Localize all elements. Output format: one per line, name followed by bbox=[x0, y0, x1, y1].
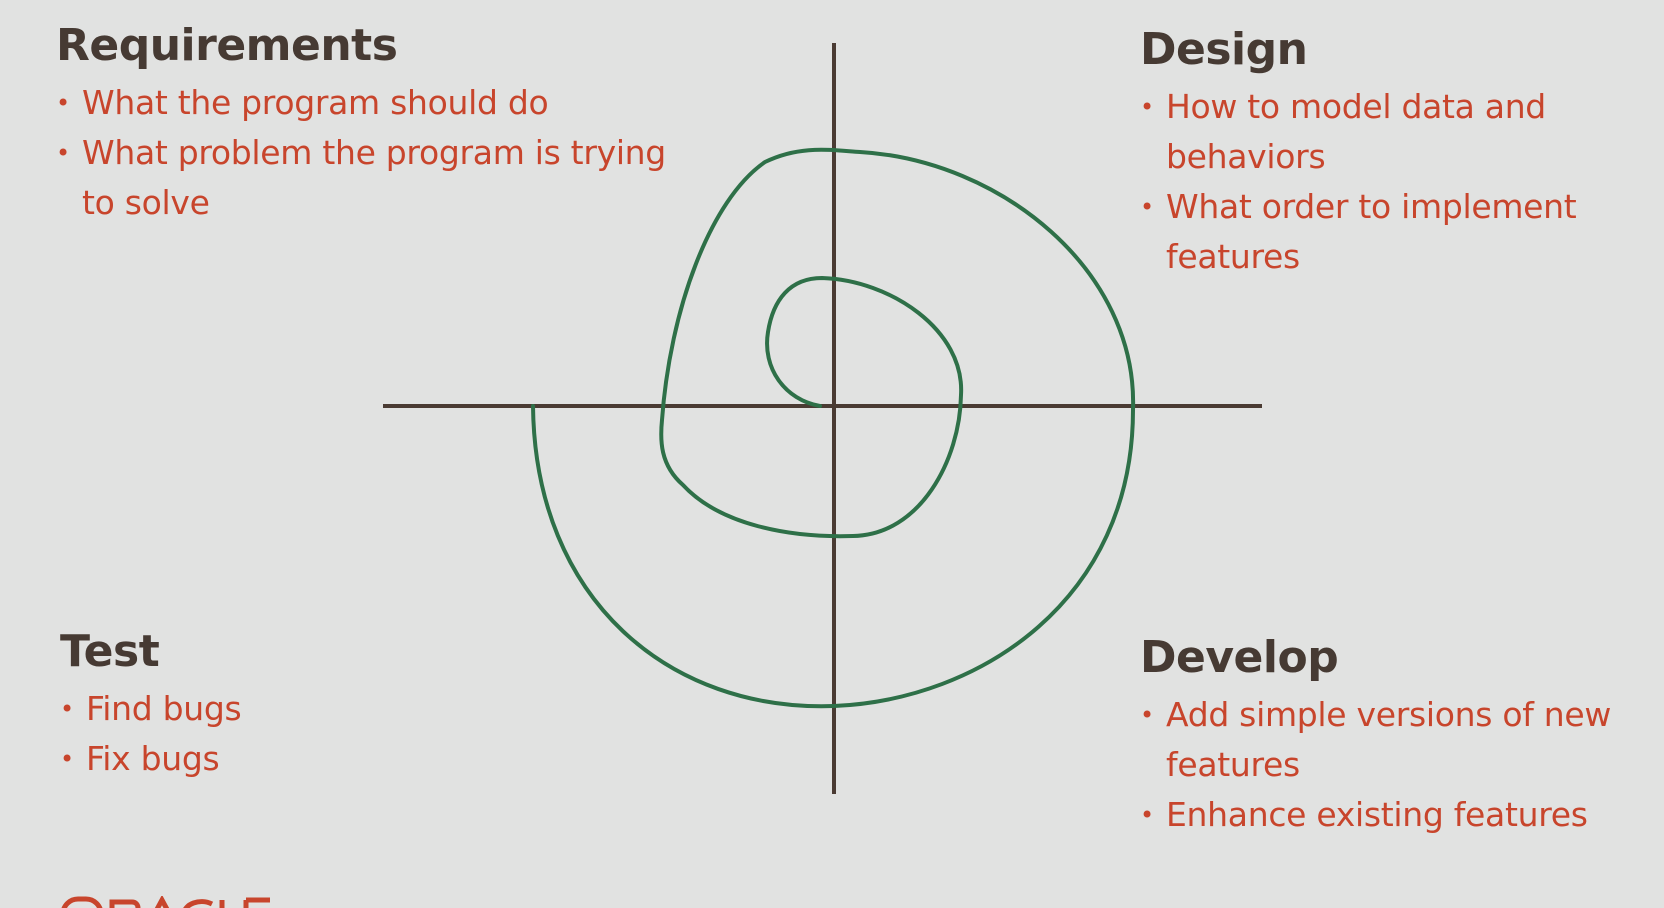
bullet-icon: • bbox=[1140, 193, 1154, 221]
list-item: • What problem the program is trying to … bbox=[56, 128, 676, 228]
list-item: • Enhance existing features bbox=[1140, 790, 1660, 840]
bullet-icon: • bbox=[1140, 801, 1154, 829]
requirements-title: Requirements bbox=[56, 20, 398, 71]
design-bullets: • How to model data and behaviors • What… bbox=[1140, 82, 1660, 282]
requirements-bullets: • What the program should do • What prob… bbox=[56, 78, 676, 228]
design-quadrant: Design • How to model data and behaviors… bbox=[1140, 24, 1660, 282]
test-title: Test bbox=[60, 626, 160, 677]
bullet-text: What the program should do bbox=[82, 83, 549, 122]
test-quadrant: Test • Find bugs • Fix bugs bbox=[60, 626, 460, 784]
list-item: • Fix bugs bbox=[60, 734, 460, 784]
oracle-logo-icon bbox=[60, 896, 300, 908]
bullet-text: Enhance existing features bbox=[1166, 795, 1588, 834]
bullet-text: What problem the program is trying to so… bbox=[82, 133, 666, 222]
bullet-icon: • bbox=[1140, 93, 1154, 121]
list-item: • What order to implement features bbox=[1140, 182, 1660, 282]
bullet-text: Fix bugs bbox=[86, 739, 220, 778]
bullet-icon: • bbox=[60, 695, 74, 723]
bullet-icon: • bbox=[1140, 701, 1154, 729]
develop-title: Develop bbox=[1140, 632, 1339, 683]
list-item: • Find bugs bbox=[60, 684, 460, 734]
develop-quadrant: Develop • Add simple versions of new fea… bbox=[1140, 632, 1660, 840]
list-item: • Add simple versions of new features bbox=[1140, 690, 1660, 790]
requirements-quadrant: Requirements • What the program should d… bbox=[56, 20, 676, 228]
design-title: Design bbox=[1140, 24, 1308, 75]
bullet-text: Find bugs bbox=[86, 689, 242, 728]
bullet-text: Add simple versions of new features bbox=[1166, 695, 1612, 784]
bullet-icon: • bbox=[60, 745, 74, 773]
logo-shape bbox=[61, 896, 270, 908]
test-bullets: • Find bugs • Fix bugs bbox=[60, 684, 460, 784]
spiral-path bbox=[531, 147, 1136, 709]
list-item: • How to model data and behaviors bbox=[1140, 82, 1660, 182]
bullet-text: What order to implement features bbox=[1166, 187, 1577, 276]
bullet-text: How to model data and behaviors bbox=[1166, 87, 1546, 176]
develop-bullets: • Add simple versions of new features • … bbox=[1140, 690, 1660, 840]
list-item: • What the program should do bbox=[56, 78, 676, 128]
bullet-icon: • bbox=[56, 89, 70, 117]
bullet-icon: • bbox=[56, 139, 70, 167]
